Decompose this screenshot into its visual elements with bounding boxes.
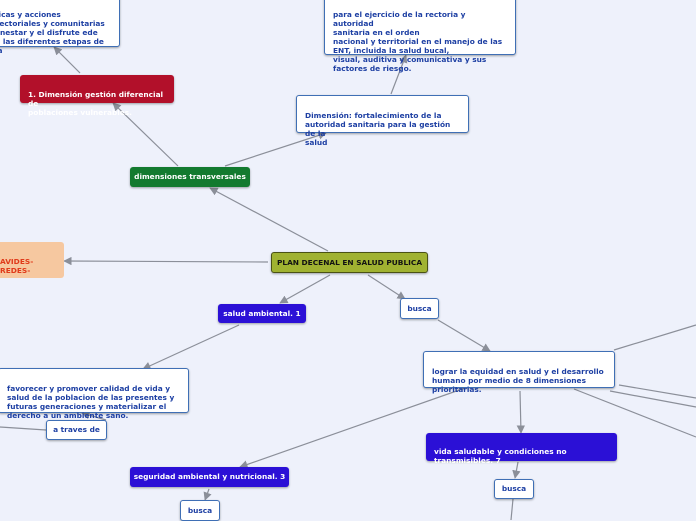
connector: [437, 319, 491, 352]
connector: [239, 387, 466, 469]
favorecer-subtopic[interactable]: favorecer y promover calidad de vida y s…: [0, 368, 189, 420]
busca-subtopic-2[interactable]: busca: [494, 479, 534, 499]
connector: [618, 384, 696, 399]
connector: [510, 498, 514, 521]
favorecer-label: favorecer y promover calidad de vida y s…: [7, 384, 175, 421]
connector: [209, 187, 329, 252]
fortalecimiento-subtopic[interactable]: Dimensión: fortalecimiento de la autorid…: [296, 95, 469, 147]
connector: [53, 46, 81, 74]
connector: [613, 324, 696, 351]
busca-subtopic-3[interactable]: busca: [180, 500, 220, 521]
central-topic[interactable]: PLAN DECENAL EN SALUD PUBLICA: [271, 252, 428, 273]
gestion-diferencial-topic[interactable]: 1. Dimensión gestión diferencial de pobl…: [20, 75, 174, 117]
connector: [512, 461, 521, 479]
a-traves-de-label: a traves de: [53, 425, 100, 435]
connector: [224, 131, 327, 167]
connector: [0, 426, 47, 431]
partial-topic-left-label: AVIDES- REDES-: [0, 257, 34, 276]
connector: [390, 54, 408, 95]
vida-saludable-topic[interactable]: vida saludable y condiciones no transmis…: [426, 433, 617, 465]
connector: [279, 274, 331, 304]
seguridad-ambiental-topic[interactable]: seguridad ambiental y nutricional. 3: [130, 467, 289, 487]
connector: [573, 388, 696, 438]
central-topic-label: PLAN DECENAL EN SALUD PUBLICA: [276, 257, 423, 267]
busca-label-1: busca: [407, 303, 432, 313]
lograr-equidad-subtopic[interactable]: lograr la equidad en salud y el desarrol…: [423, 351, 615, 394]
dimensiones-transversales-label: dimensiones transversales: [134, 172, 246, 182]
busca-label-2: busca: [501, 484, 527, 494]
connector: [112, 102, 179, 167]
connector: [516, 390, 526, 434]
gestion-diferencial-label: 1. Dimensión gestión diferencial de pobl…: [28, 90, 164, 118]
connector: [142, 324, 240, 370]
rectoria-subtopic-text: para el ejercicio de la rectoria y autor…: [333, 10, 503, 74]
fortalecimiento-label: Dimensión: fortalecimiento de la autorid…: [305, 111, 451, 148]
vida-saludable-label: vida saludable y condiciones no transmis…: [434, 447, 567, 466]
a-traves-de-subtopic[interactable]: a traves de: [46, 420, 107, 440]
busca-label-3: busca: [187, 505, 213, 515]
connector: [609, 390, 696, 408]
connector: [367, 274, 406, 300]
salud-ambiental-topic[interactable]: salud ambiental. 1: [218, 304, 306, 323]
seguridad-ambiental-label: seguridad ambiental y nutricional. 3: [133, 472, 286, 482]
lograr-equidad-label: lograr la equidad en salud y el desarrol…: [432, 367, 604, 395]
busca-subtopic-1[interactable]: busca: [400, 298, 439, 319]
connector: [203, 488, 212, 501]
connector: [81, 411, 107, 421]
connector: [63, 256, 269, 266]
salud-ambiental-label: salud ambiental. 1: [223, 308, 301, 318]
partial-topic-left[interactable]: AVIDES- REDES-: [0, 242, 64, 278]
dimensiones-transversales-topic[interactable]: dimensiones transversales: [130, 167, 250, 187]
rectoria-subtopic[interactable]: para el ejercicio de la rectoria y autor…: [324, 0, 516, 73]
